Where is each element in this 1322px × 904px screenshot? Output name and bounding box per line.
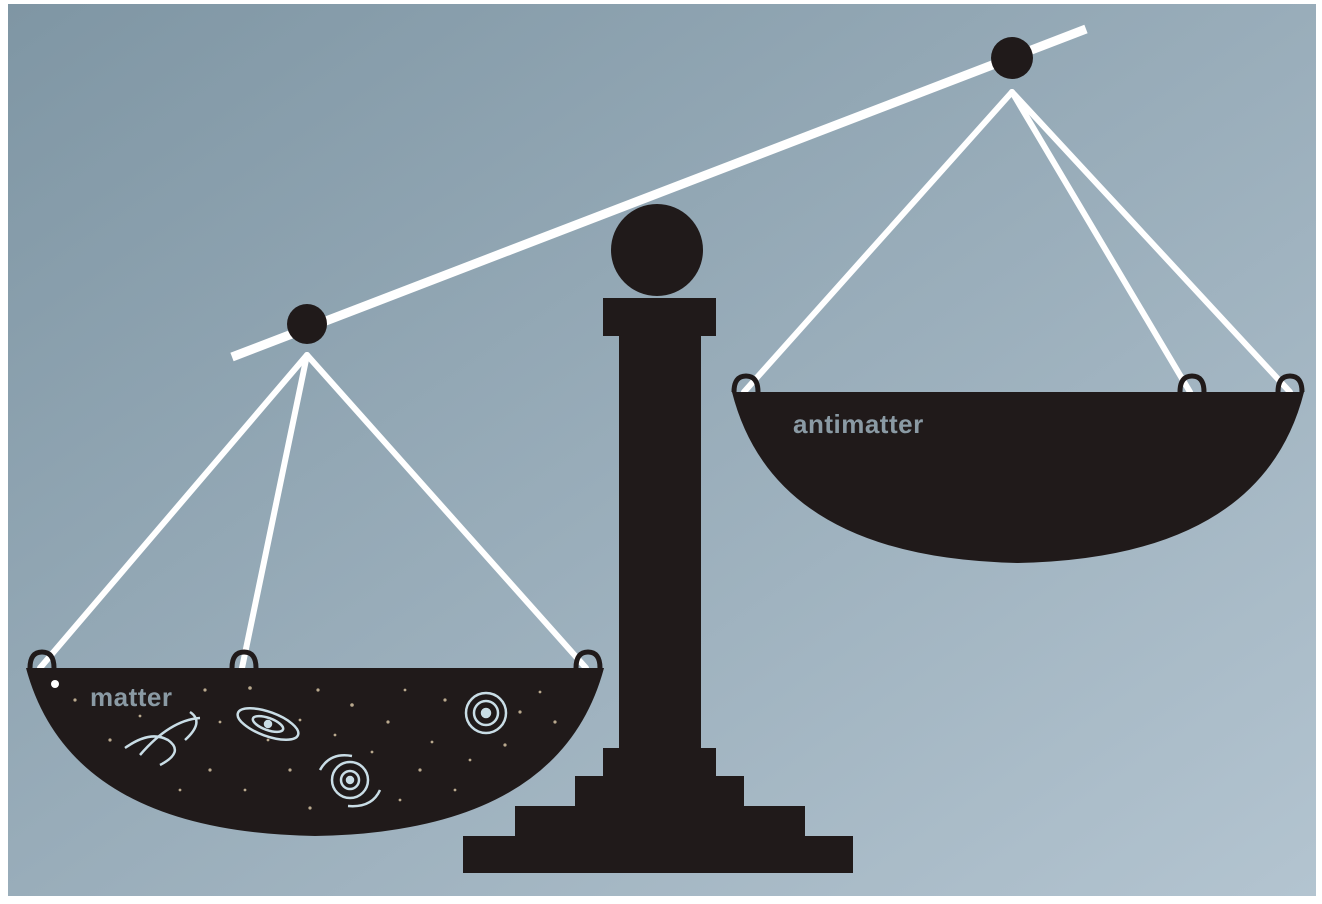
scale-pillar bbox=[463, 204, 853, 873]
antimatter-label: antimatter bbox=[793, 409, 924, 439]
left-pan-strings bbox=[37, 352, 589, 671]
left-pan: matter bbox=[26, 649, 604, 836]
right-pan-strings bbox=[741, 89, 1293, 395]
scale-beam bbox=[230, 24, 1088, 362]
matter-label: matter bbox=[90, 682, 172, 712]
spiral-galaxy-icon bbox=[124, 710, 201, 767]
left-pivot bbox=[287, 304, 327, 344]
right-pivot bbox=[991, 37, 1033, 79]
right-pan: antimatter bbox=[731, 373, 1305, 563]
spiral-galaxy-icon bbox=[318, 754, 382, 808]
star-field-icon bbox=[51, 680, 557, 810]
spiral-galaxy-icon bbox=[236, 707, 300, 741]
spiral-galaxy-icon bbox=[464, 691, 508, 735]
